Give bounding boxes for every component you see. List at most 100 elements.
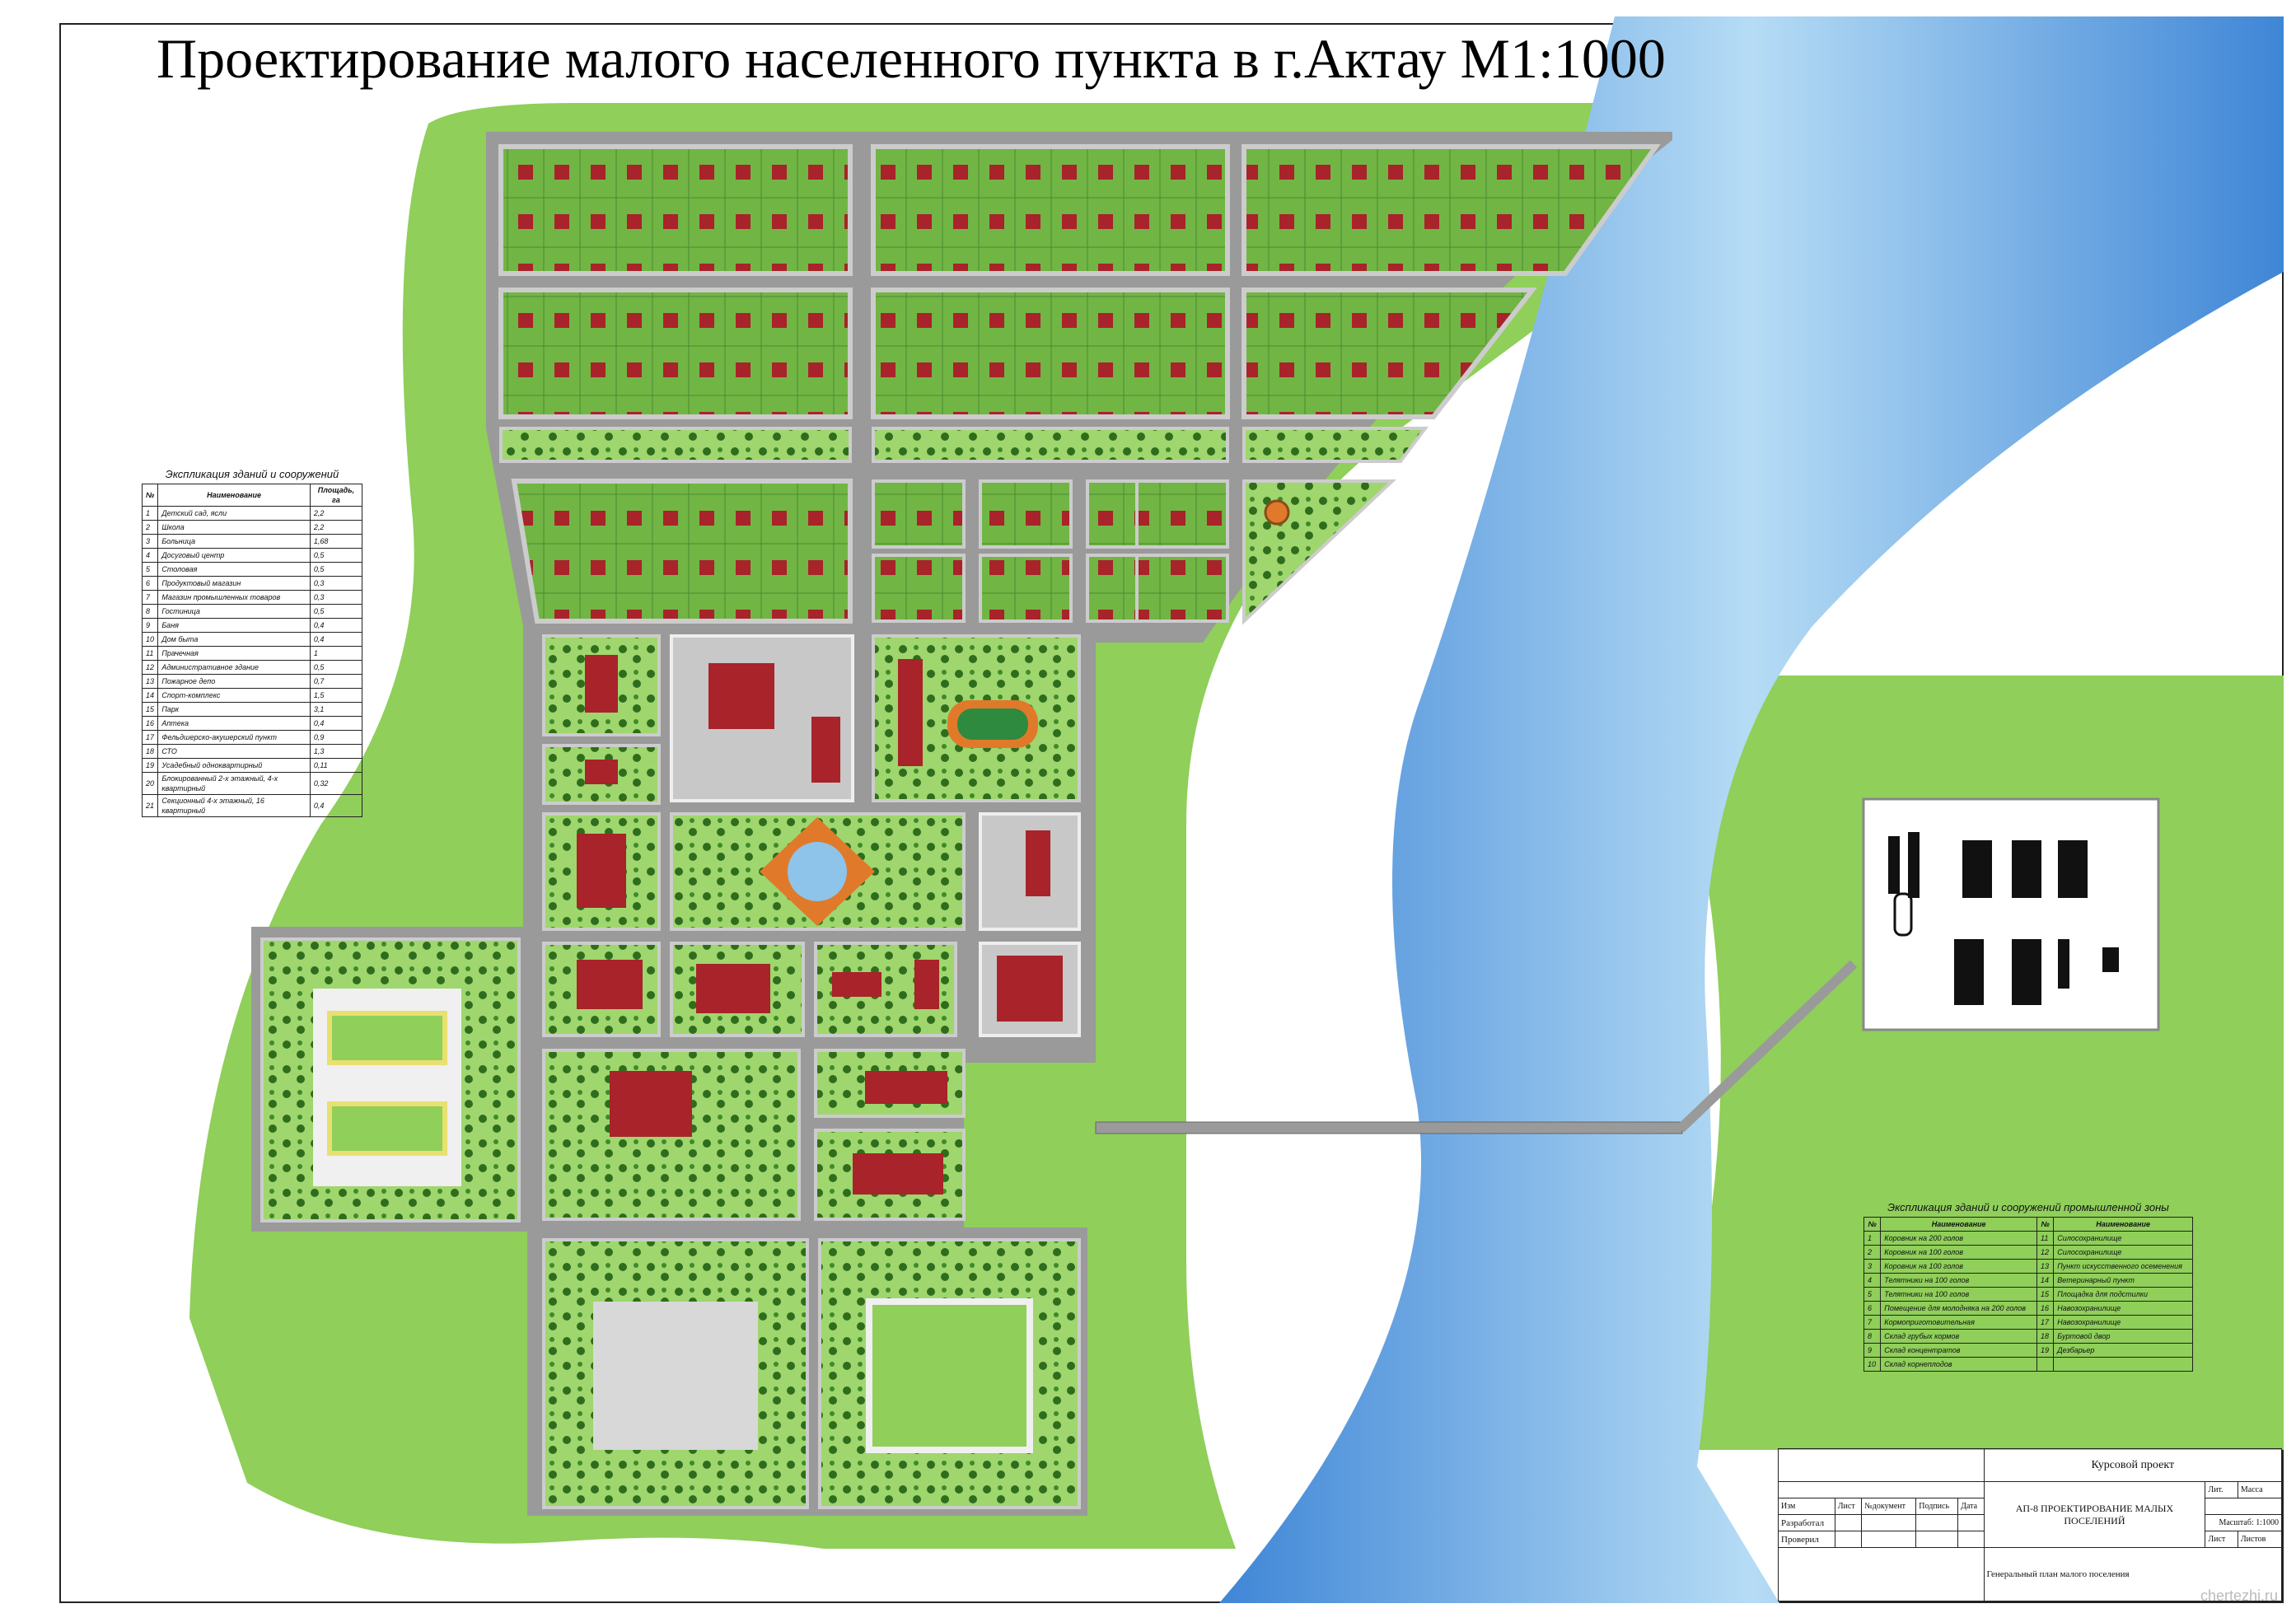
legend-industrial-cell: 5	[1863, 1287, 1882, 1302]
legend-residential-cell: Фельдшерско-акушерский пункт	[157, 730, 311, 745]
legend-residential-cell: 0,4	[309, 716, 363, 731]
legend-residential-cell: 20	[141, 772, 159, 795]
legend-residential-cell: Продуктовый магазин	[157, 576, 311, 591]
legend-industrial-cell: Силосохранилище	[2053, 1231, 2193, 1246]
legend-residential-cell: 0,5	[309, 660, 363, 675]
legend-industrial-cell: 8	[1863, 1329, 1882, 1344]
legend-industrial-header: №	[2036, 1217, 2055, 1232]
stamp-col-header: Изм	[1778, 1498, 1835, 1515]
legend-industrial-cell: 3	[1863, 1259, 1882, 1274]
legend-industrial-cell: Силосохранилище	[2053, 1245, 2193, 1260]
legend-residential-cell: 16	[141, 716, 159, 731]
legend-residential-cell: 0,3	[309, 576, 363, 591]
stamp-col-header: Дата	[1957, 1498, 1985, 1515]
housing-complex-west	[260, 937, 521, 1223]
legend-residential-cell: 7	[141, 590, 159, 605]
legend-residential-cell: 15	[141, 702, 159, 717]
title-block: Курсовой проект АП-8 ПРОЕКТИРОВАНИЕ МАЛЫ…	[1778, 1448, 2283, 1601]
river	[1219, 16, 2284, 1603]
legend-industrial-cell: Ветеринарный пункт	[2053, 1273, 2193, 1288]
legend-industrial-cell: 18	[2036, 1329, 2055, 1344]
legend-industrial-cell: 19	[2036, 1343, 2055, 1358]
housing-complex-south	[542, 1238, 1081, 1509]
legend-residential-cell: Прачечная	[157, 646, 311, 661]
legend-industrial-cell: Коровник на 200 голов	[1880, 1231, 2037, 1246]
legend-industrial-cell: Коровник на 100 голов	[1880, 1259, 2037, 1274]
legend-residential-cell: 11	[141, 646, 159, 661]
legend-industrial-cell: Склад корнеплодов	[1880, 1357, 2037, 1372]
legend-residential-cell: 0,4	[309, 618, 363, 633]
legend-industrial-header: №	[1863, 1217, 1882, 1232]
legend-residential-cell: 8	[141, 604, 159, 619]
page-title: Проектирование малого населенного пункта…	[157, 27, 1666, 90]
scale-value: 1:1000	[2256, 1518, 2279, 1527]
legend-residential-cell: 1,3	[309, 744, 363, 759]
legend-industrial-cell: Телятники на 100 голов	[1880, 1273, 2037, 1288]
legend-industrial-cell: 4	[1863, 1273, 1882, 1288]
industrial-zone	[1862, 797, 2160, 1031]
legend-industrial-cell: 12	[2036, 1245, 2055, 1260]
lit-label: Лит.	[2205, 1481, 2238, 1498]
legend-residential-cell: 0,5	[309, 604, 363, 619]
legend-residential-cell: Досуговый центр	[157, 548, 311, 563]
legend-industrial-cell: Кормоприготовительная	[1880, 1315, 2037, 1330]
sheet-title: Генеральный план малого поселения	[1983, 1547, 2283, 1601]
stamp-col-header: №документ	[1861, 1498, 1917, 1515]
legend-industrial-cell	[2053, 1357, 2193, 1372]
legend-residential-cell: 1	[141, 506, 159, 521]
legend-residential-cell: Парк	[157, 702, 311, 717]
legend-residential-cell: Пожарное депо	[157, 674, 311, 689]
legend-residential-cell: Административное здание	[157, 660, 311, 675]
legend-residential-cell: Гостиница	[157, 604, 311, 619]
legend-residential-cell: Усадебный одноквартирный	[157, 758, 311, 773]
legend-residential-cell: Магазин промышленных товаров	[157, 590, 311, 605]
legend-industrial-cell: Помещение для молодняка на 200 голов	[1880, 1301, 2037, 1316]
legend-industrial-cell: 15	[2036, 1287, 2055, 1302]
legend-residential-cell: Столовая	[157, 562, 311, 577]
legend-residential-cell: 6	[141, 576, 159, 591]
legend-industrial-cell: 10	[1863, 1357, 1882, 1372]
legend-residential-cell: Спорт-комплекс	[157, 688, 311, 703]
legend-residential-header: Площадь, га	[309, 484, 363, 507]
legend-residential-cell: 0,3	[309, 590, 363, 605]
legend-residential-cell: 5	[141, 562, 159, 577]
legend-residential-cell: 1,68	[309, 534, 363, 549]
legend-industrial-cell: Навозохранилище	[2053, 1301, 2193, 1316]
legend-residential-header: Наименование	[157, 484, 311, 507]
legend-industrial-cell: 16	[2036, 1301, 2055, 1316]
scale-label: Масштаб	[2219, 1518, 2252, 1527]
legend-industrial-cell: Пункт искусственного осеменения	[2053, 1259, 2193, 1274]
legend-industrial-cell: 11	[2036, 1231, 2055, 1246]
project-name: АП-8 ПРОЕКТИРОВАНИЕ МАЛЫХ ПОСЕЛЕНИЙ	[1983, 1481, 2206, 1548]
legend-industrial-cell: 14	[2036, 1273, 2055, 1288]
legend-industrial-cell: Коровник на 100 голов	[1880, 1245, 2037, 1260]
legend-residential-cell: 0,9	[309, 730, 363, 745]
legend-industrial-cell: Дезбарьер	[2053, 1343, 2193, 1358]
legend-residential-cell: Детский сад, ясли	[157, 506, 311, 521]
role-developer: Разработал	[1778, 1514, 1835, 1531]
legend-industrial-cell: 1	[1863, 1231, 1882, 1246]
sheet-label: Лист	[2205, 1531, 2238, 1548]
